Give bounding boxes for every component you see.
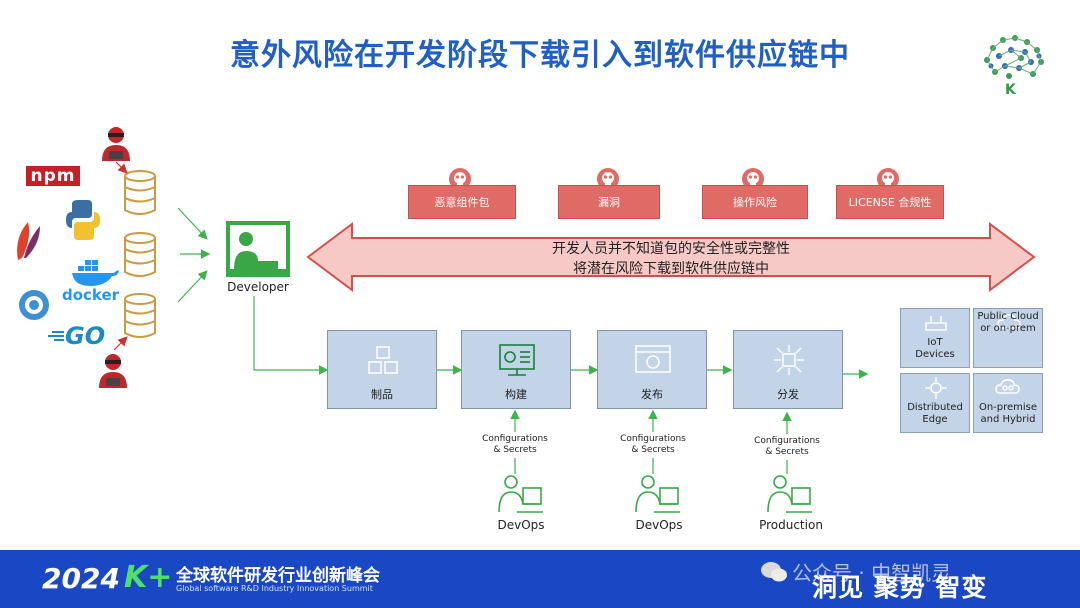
risk-banner-arrow	[306, 222, 1036, 292]
footer-watermark: 公众号 · 中智凯灵	[792, 561, 952, 585]
hacker-icon	[97, 352, 129, 388]
router-icon	[924, 313, 948, 337]
release-window-icon	[634, 344, 672, 380]
config-secrets-label: Configurations& Secrets	[482, 434, 548, 455]
skull-icon	[597, 168, 619, 190]
person-label: Production	[759, 518, 823, 532]
developer-label: Developer	[227, 280, 289, 294]
skull-icon	[877, 168, 899, 190]
pipeline-stage-artifact: 制品	[327, 330, 437, 409]
build-settings-icon	[498, 343, 536, 381]
hybrid-cloud-icon	[995, 377, 1023, 401]
pipeline-stage-release: 发布	[597, 330, 707, 409]
footer-year: 2024	[42, 562, 120, 595]
cubes-icon	[366, 345, 400, 381]
footer-brand: K+	[124, 560, 173, 595]
production-person-icon	[766, 474, 814, 514]
database-icon	[123, 170, 157, 216]
apache-feather-icon	[10, 218, 44, 262]
skull-icon	[742, 168, 764, 190]
brand-logo-letter: K	[1005, 82, 1016, 98]
developer-icon	[226, 221, 290, 277]
python-icon	[66, 200, 100, 240]
footer-bar: 2024 K+ 全球软件研发行业创新峰会 Global software R&D…	[0, 550, 1080, 608]
risk-badge: 恶意组件包	[408, 185, 516, 219]
page-title: 意外风险在开发阶段下载引入到软件供应链中	[230, 38, 850, 73]
cloud-icon	[997, 313, 1021, 335]
docker-icon	[70, 258, 120, 288]
config-secrets-label: Configurations& Secrets	[620, 434, 686, 455]
docker-label: docker	[62, 286, 120, 304]
person-label: DevOps	[635, 518, 683, 532]
pipeline-stage-build: 构建	[461, 330, 571, 409]
risk-banner-line2: 将潜在风险下载到软件供应链中	[573, 261, 769, 277]
risk-badge: 操作风险	[702, 185, 808, 219]
devops-person-icon	[634, 474, 682, 514]
podman-icon	[17, 288, 51, 322]
footer-slogan: 洞见 聚势 智变	[812, 573, 988, 602]
footer-summit-en: Global software R&D Industry Innovation …	[176, 584, 373, 593]
person-label: DevOps	[497, 518, 545, 532]
brand-logo: K	[975, 28, 1055, 103]
devops-person-icon	[497, 474, 545, 514]
footer-summit-cn: 全球软件研发行业创新峰会	[176, 566, 380, 586]
config-secrets-label: Configurations& Secrets	[754, 436, 820, 457]
risk-badge: LICENSE 合规性	[836, 185, 944, 219]
go-logo: GO	[65, 322, 106, 350]
risk-banner-line1: 开发人员并不知道包的安全性或完整性	[552, 241, 790, 257]
wechat-icon	[760, 560, 788, 584]
npm-logo: npm	[26, 166, 80, 186]
edge-network-icon	[924, 377, 948, 403]
database-icon	[123, 232, 157, 278]
hacker-icon	[100, 125, 132, 161]
go-speed-lines-icon	[48, 328, 66, 342]
pipeline-stage-distribute: 分发	[733, 330, 843, 409]
database-icon	[123, 293, 157, 339]
distribute-icon	[770, 343, 808, 381]
skull-icon	[449, 168, 471, 190]
risk-badge: 漏洞	[558, 185, 660, 219]
